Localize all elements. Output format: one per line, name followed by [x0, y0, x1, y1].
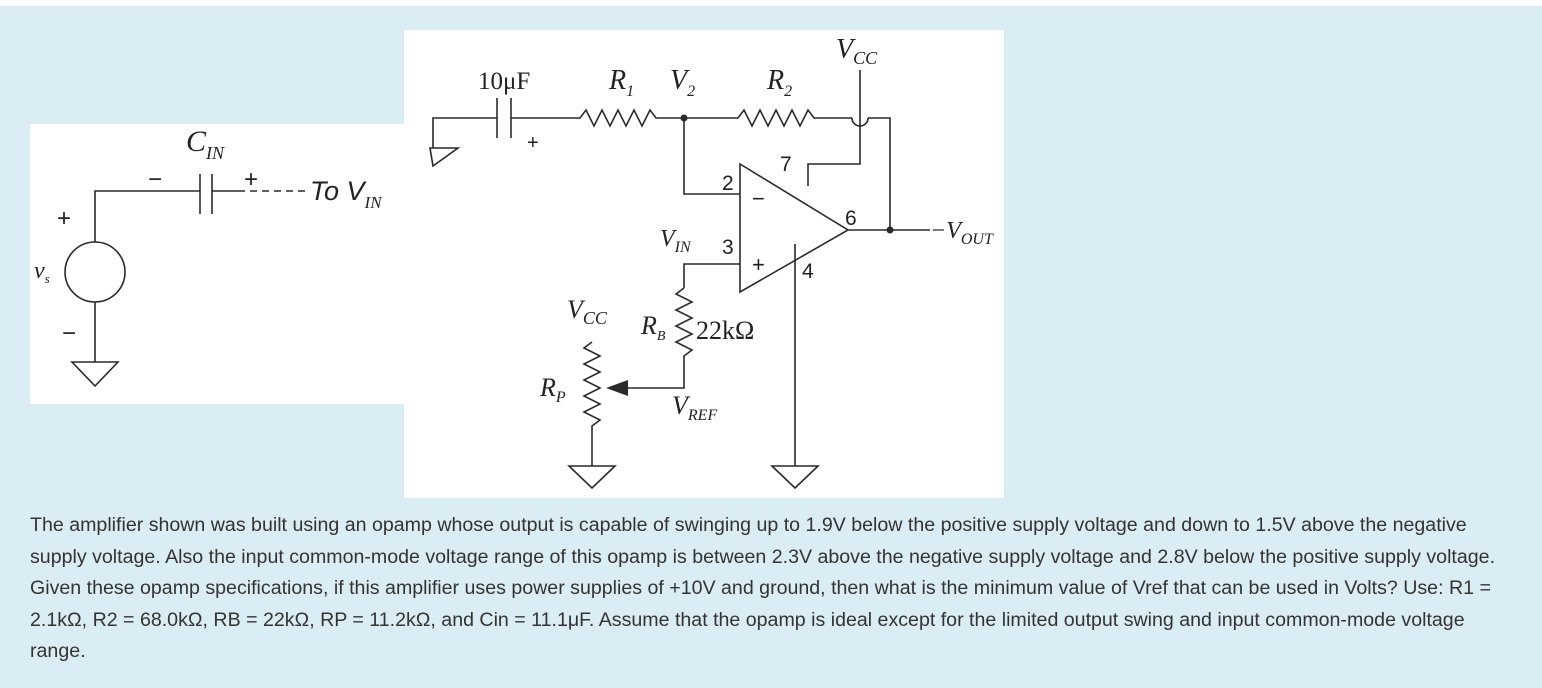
- to-vin-label: To VIN: [310, 176, 383, 212]
- resistor-r1: [511, 108, 684, 128]
- vref-label: VREF: [672, 391, 717, 424]
- output-node: [886, 226, 894, 234]
- vs-plus-sign: +: [57, 205, 71, 232]
- rb-value-label: 22kΩ: [696, 316, 754, 345]
- opamp-ground-symbol: [770, 465, 820, 490]
- cap-10uf-label: 10μF: [478, 68, 530, 95]
- left-ground-symbol: [429, 147, 461, 168]
- supply-wiring: [770, 70, 861, 490]
- resistor-r2: [684, 108, 852, 128]
- inverting-input-wire: [683, 118, 740, 195]
- rp-label: RP: [539, 373, 566, 406]
- reference-network: [567, 263, 740, 490]
- question-text: The amplifier shown was built using an o…: [30, 514, 1496, 662]
- pin-3-label: 3: [722, 236, 734, 259]
- input-capacitor-cin: [199, 174, 305, 214]
- v2-label: V2: [670, 65, 695, 100]
- cin-plus-sign: +: [244, 166, 258, 193]
- resistor-rb: [616, 287, 694, 389]
- source-ground-symbol: [70, 361, 120, 388]
- voltage-source-symbol: [64, 241, 126, 303]
- feedback-right-wire: [868, 117, 891, 230]
- cap-10uf-plus-sign: +: [527, 132, 539, 154]
- rb-label: RB: [640, 311, 666, 344]
- opamp-triangle: [739, 162, 850, 294]
- pin-7-label: 7: [780, 153, 792, 176]
- source-circuit-panel: [30, 124, 404, 404]
- opamp-plus-sign: +: [752, 252, 765, 277]
- r1-label: R1: [608, 65, 634, 100]
- pot-ground-symbol: [567, 465, 617, 490]
- r2-label: R2: [766, 65, 792, 100]
- vcc-top-label: VCC: [836, 34, 878, 68]
- cin-minus-sign: −: [148, 166, 162, 193]
- potentiometer-rp: [582, 341, 602, 466]
- pin-6-label: 6: [845, 207, 857, 230]
- vs-label: vs: [34, 258, 50, 286]
- opamp: [739, 162, 930, 294]
- question-card: CIN − + To VIN + − vs: [0, 6, 1542, 688]
- circuit-diagram: CIN − + To VIN + − vs: [34, 34, 994, 490]
- cin-label: CIN: [186, 125, 225, 163]
- potentiometer-wiper-arrow: [606, 380, 628, 396]
- ground-to-cap-wire: [432, 117, 497, 148]
- feedback-network: [429, 98, 891, 230]
- vs-minus-sign: −: [62, 320, 76, 347]
- pin-4-label: 4: [802, 260, 814, 283]
- vcc-supply-wire: [807, 70, 861, 186]
- noninverting-input-wire: [683, 263, 740, 288]
- pin-2-label: 2: [722, 172, 734, 195]
- vcc-pot-label: VCC: [567, 295, 608, 328]
- vout-label: −VOUT: [930, 218, 994, 248]
- vin-label: VIN: [660, 226, 692, 256]
- source-top-wire: [94, 190, 200, 242]
- opamp-minus-sign: −: [752, 186, 765, 211]
- signal-source: [64, 190, 200, 388]
